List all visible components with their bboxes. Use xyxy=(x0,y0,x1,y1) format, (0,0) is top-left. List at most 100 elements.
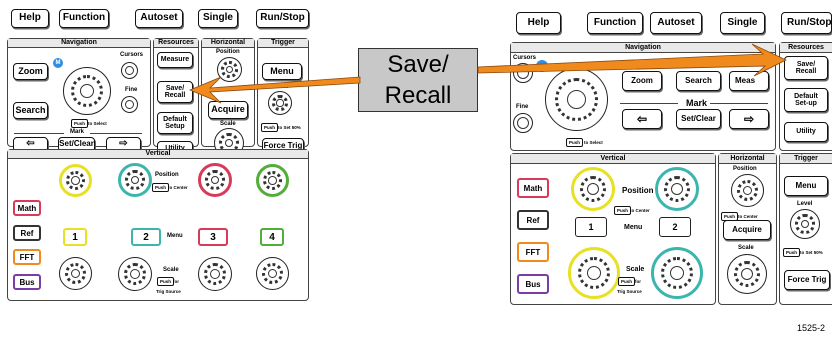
ch1-position-knob-right[interactable] xyxy=(571,167,615,211)
horizontal-scale-label-right: Scale xyxy=(738,245,754,251)
push-to-select-text: to Select xyxy=(88,121,107,126)
trigger-menu-button-right[interactable]: Menu xyxy=(784,176,828,196)
fine-button[interactable] xyxy=(121,96,138,113)
ch4-scale-knob[interactable] xyxy=(256,257,289,290)
utility-button-right[interactable]: Utility xyxy=(784,122,828,142)
ch1-position-knob[interactable] xyxy=(59,164,92,197)
vertical-push-center-key: Push xyxy=(152,183,170,192)
ch2-button[interactable]: 2 xyxy=(131,228,161,246)
push-to-select-key-right: Push xyxy=(566,138,584,147)
horizontal-title-right: Horizontal xyxy=(719,154,776,164)
trigger-push-text: to Set 50% xyxy=(278,125,301,130)
function-button-right[interactable]: Function xyxy=(587,12,643,34)
math-button[interactable]: Math xyxy=(13,200,41,216)
trig-source-text: Trig Source xyxy=(156,289,181,294)
ch4-position-knob[interactable] xyxy=(256,164,289,197)
acquire-button-right[interactable]: Acquire xyxy=(723,220,771,240)
save-recall-button[interactable]: Save/ Recall xyxy=(157,81,193,103)
search-button-right[interactable]: Search xyxy=(676,71,721,91)
bus-button-right[interactable]: Bus xyxy=(517,274,549,294)
fft-button-right[interactable]: FFT xyxy=(517,242,549,262)
ch1-scale-knob[interactable] xyxy=(59,257,92,290)
horizontal-scale-label: Scale xyxy=(220,121,236,127)
math-button-right[interactable]: Math xyxy=(517,178,549,198)
mark-rule-left-right xyxy=(620,103,678,104)
trigger-push-text-right: to Set 50% xyxy=(800,250,823,255)
help-button[interactable]: Help xyxy=(11,9,49,28)
vertical-position-label: Position xyxy=(155,172,179,178)
multipurpose-knob[interactable] xyxy=(63,67,111,115)
mark-next-button-right[interactable]: ⇨ xyxy=(729,109,769,129)
ch4-button[interactable]: 4 xyxy=(260,228,284,246)
single-button-right[interactable]: Single xyxy=(720,12,765,34)
ch1-scale-knob-right[interactable] xyxy=(568,247,620,299)
ch2-button-right[interactable]: 2 xyxy=(659,217,691,237)
cursors-label-right: Cursors xyxy=(513,55,537,61)
function-button[interactable]: Function xyxy=(59,9,109,28)
push-to-select-text-right: to Select xyxy=(584,140,603,145)
ch1-button-right[interactable]: 1 xyxy=(575,217,607,237)
trigger-menu-button[interactable]: Menu xyxy=(262,63,302,80)
bus-button[interactable]: Bus xyxy=(13,274,41,290)
ref-button-right[interactable]: Ref xyxy=(517,210,549,230)
fft-button[interactable]: FFT xyxy=(13,249,41,265)
trigger-level-knob[interactable] xyxy=(268,91,292,115)
horizontal-position-label: Position xyxy=(216,49,240,55)
vertical-title: Vertical xyxy=(8,150,308,159)
help-button-right[interactable]: Help xyxy=(516,12,561,34)
vertical-menu-label-right: Menu xyxy=(624,224,643,231)
right-arrow-icon: ⇨ xyxy=(743,111,755,126)
zoom-button[interactable]: Zoom xyxy=(13,63,48,80)
push-to-select-key: Push xyxy=(71,119,89,128)
mark-previous-button-right[interactable]: ⇦ xyxy=(622,109,662,129)
arrow-to-left-save-recall xyxy=(188,76,361,104)
measure-button[interactable]: Measure xyxy=(157,52,193,68)
vertical-push-center-text: to Center xyxy=(168,185,188,190)
force-trig-button-right[interactable]: Force Trig xyxy=(784,270,830,290)
vertical-scale-label-right: Scale xyxy=(626,266,645,273)
ch3-scale-knob[interactable] xyxy=(198,257,232,291)
ch3-position-knob[interactable] xyxy=(198,163,232,197)
vertical-scale-label: Scale xyxy=(163,267,179,273)
ch2-position-knob[interactable] xyxy=(118,163,152,197)
trigger-title: Trigger xyxy=(258,39,308,48)
default-setup-button-right[interactable]: Default Set-up xyxy=(784,88,828,112)
default-setup-button[interactable]: Default Setup xyxy=(157,112,193,134)
autoset-button-right[interactable]: Autoset xyxy=(650,12,702,34)
measure-button-right[interactable]: Meas xyxy=(729,71,769,91)
figure-id: 1525-2 xyxy=(797,323,826,333)
horizontal-position-knob[interactable] xyxy=(217,57,242,82)
left-arrow-icon: ⇦ xyxy=(26,138,35,150)
fine-button-right[interactable] xyxy=(513,113,533,133)
zoom-button-right[interactable]: Zoom xyxy=(622,71,662,91)
ch1-button[interactable]: 1 xyxy=(63,228,87,246)
mark-label-right: Mark xyxy=(686,98,708,108)
ch2-scale-knob-right[interactable] xyxy=(651,247,703,299)
trigger-title-right: Trigger xyxy=(780,154,832,164)
navigation-title-right: Navigation xyxy=(511,43,775,53)
set-clear-button-right[interactable]: Set/Clear xyxy=(676,109,721,129)
fine-label-right: Fine xyxy=(516,104,529,110)
horizontal-position-knob-right[interactable] xyxy=(731,174,764,207)
m-badge: M xyxy=(53,58,63,68)
ref-button[interactable]: Ref xyxy=(13,225,41,241)
search-button[interactable]: Search xyxy=(13,102,48,119)
autoset-button[interactable]: Autoset xyxy=(135,9,183,28)
acquire-button[interactable]: Acquire xyxy=(208,101,248,119)
save-recall-button-right[interactable]: Save/ Recall xyxy=(784,56,828,80)
run-stop-button[interactable]: Run/Stop xyxy=(256,9,309,28)
trigger-level-knob-right[interactable] xyxy=(790,209,820,239)
cursors-label: Cursors xyxy=(120,52,144,58)
trigger-push-key-right: Push xyxy=(783,248,801,257)
resources-title: Resources xyxy=(154,39,198,48)
single-button[interactable]: Single xyxy=(198,9,238,28)
cursors-button[interactable] xyxy=(121,62,138,79)
ch2-position-knob-right[interactable] xyxy=(655,167,699,211)
horizontal-title: Horizontal xyxy=(202,39,254,48)
trig-source-text-right: Trig Source xyxy=(617,289,642,294)
horizontal-scale-knob-right[interactable] xyxy=(727,254,767,294)
ch2-scale-knob[interactable] xyxy=(118,257,152,291)
vertical-position-label-right: Position xyxy=(622,186,654,195)
resources-title-right: Resources xyxy=(780,43,832,53)
ch3-button[interactable]: 3 xyxy=(198,228,228,246)
